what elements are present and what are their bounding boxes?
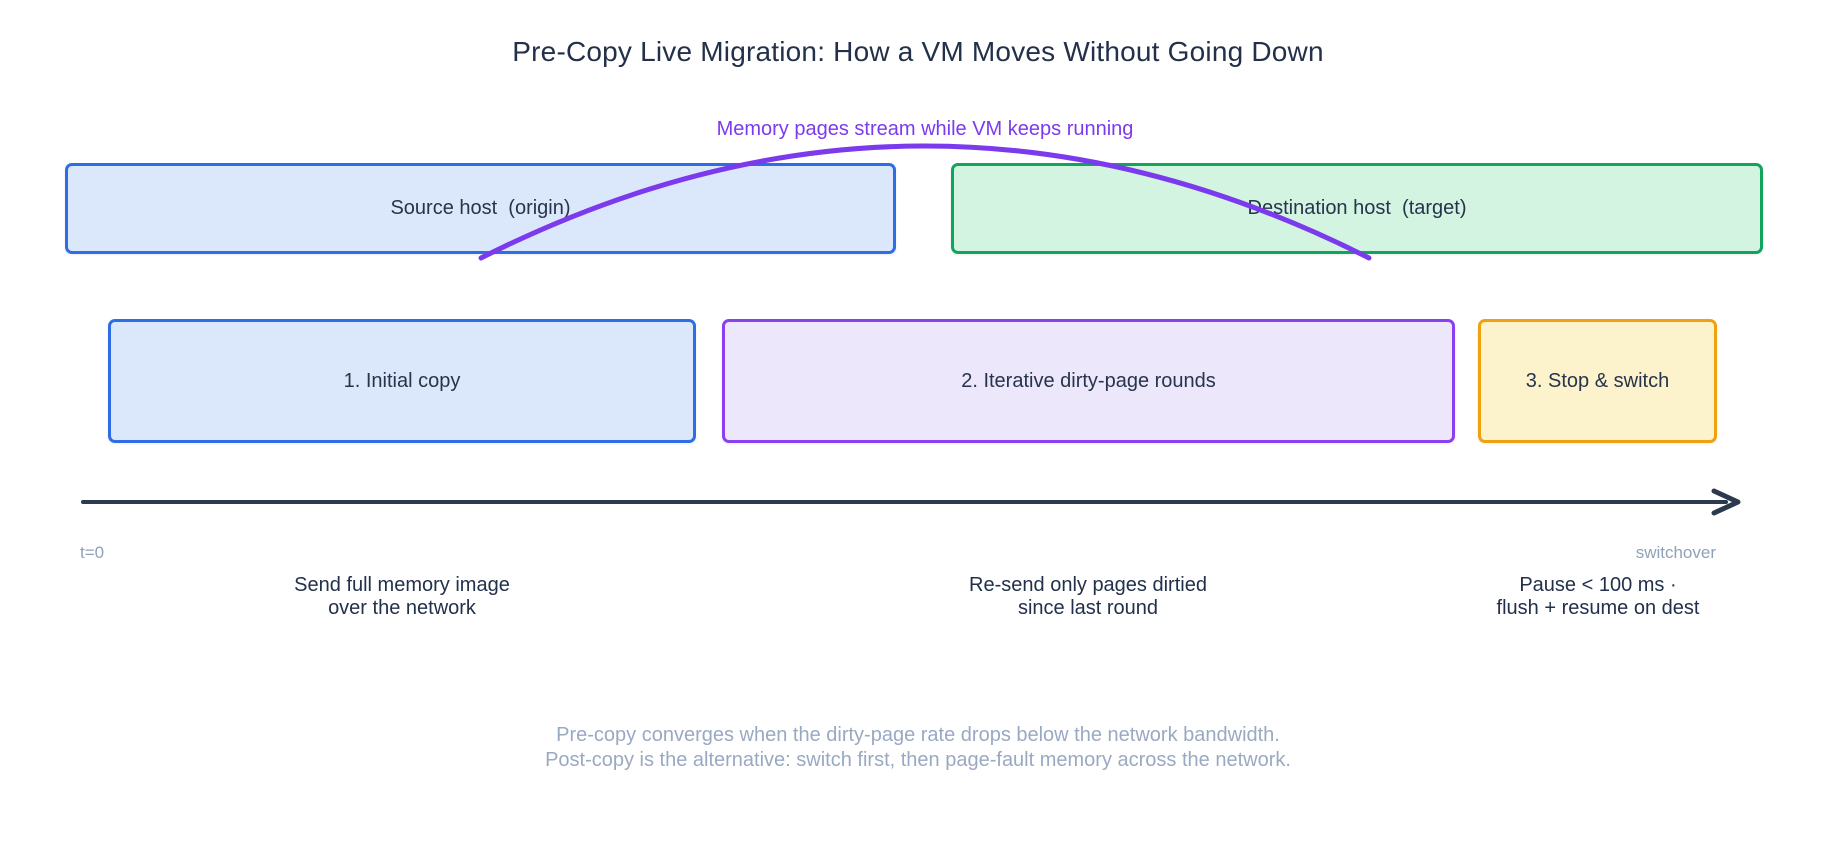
source-host-box: Source host (origin) (65, 163, 896, 254)
memory-stream-annotation: Memory pages stream while VM keeps runni… (716, 118, 1134, 140)
timeline-start-label: t=0 (80, 543, 105, 562)
phase-iterative-rounds-label: 2. Iterative dirty-page rounds (961, 369, 1216, 392)
timeline-arrowhead-icon (1711, 488, 1741, 516)
phase-initial-copy-label: 1. Initial copy (343, 369, 461, 392)
footer-note-line-1: Pre-copy converges when the dirty-page r… (556, 724, 1280, 746)
timeline-end-label: switchover (1635, 543, 1716, 562)
phase-iterative-rounds-box: 2. Iterative dirty-page rounds (722, 319, 1455, 443)
phase-initial-copy-box: 1. Initial copy (108, 319, 696, 443)
phase-stop-switch-label: 3. Stop & switch (1525, 369, 1670, 392)
phase-stop-switch-box: 3. Stop & switch (1478, 319, 1717, 443)
source-host-label: Source host (origin) (390, 197, 571, 219)
destination-host-box: Destination host (target) (951, 163, 1763, 254)
footer-note-line-2: Post-copy is the alternative: switch fir… (545, 749, 1291, 771)
phase-stop-switch-description: Pause < 100 ms · flush + resume on dest (1496, 574, 1700, 619)
diagram-title: Pre-Copy Live Migration: How a VM Moves … (512, 36, 1324, 67)
phase-initial-copy-description: Send full memory image over the network (294, 574, 510, 619)
phase-iterative-rounds-description: Re-send only pages dirtied since last ro… (969, 574, 1207, 619)
destination-host-label: Destination host (target) (1247, 197, 1467, 219)
footer-note: Pre-copy converges when the dirty-page r… (545, 723, 1291, 773)
